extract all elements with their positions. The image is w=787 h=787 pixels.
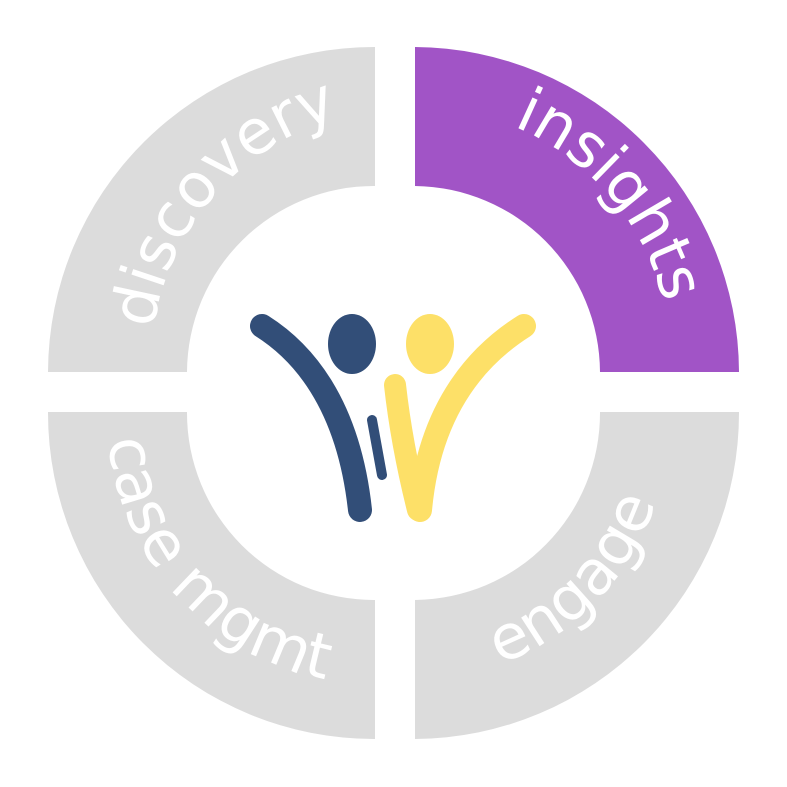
navy-figure-icon: [250, 314, 376, 522]
segment-discovery[interactable]: discovery: [48, 46, 375, 373]
navy-overlap-icon: [367, 415, 387, 480]
yellow-figure-icon: [384, 314, 536, 522]
segment-engage[interactable]: engage: [415, 412, 740, 739]
people-logo: [250, 314, 536, 522]
segment-insights-shape: [415, 47, 739, 372]
segment-engage-shape: [415, 412, 740, 739]
segment-insights[interactable]: insights: [415, 47, 739, 372]
segment-discovery-shape: [48, 46, 375, 373]
segment-case-mgmt-shape: [47, 412, 375, 740]
